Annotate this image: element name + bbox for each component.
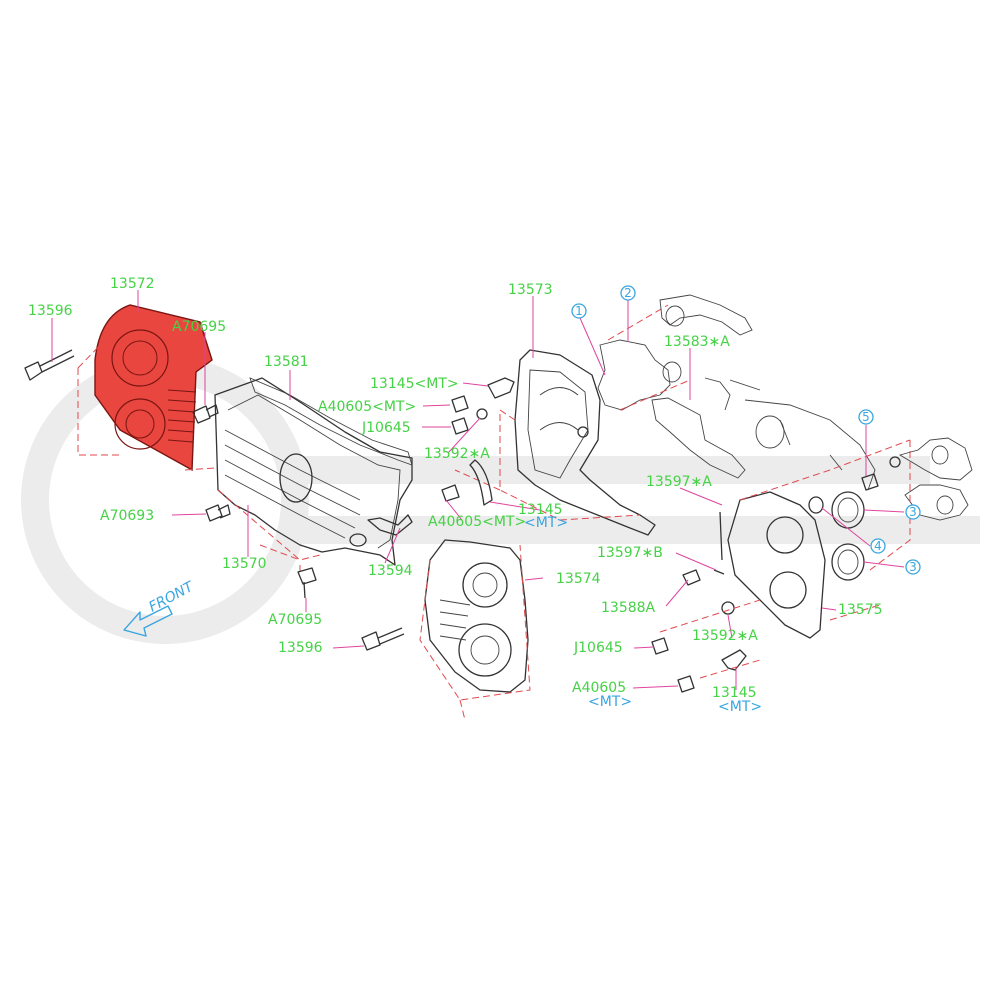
callout-3-upper-text: 3	[909, 505, 917, 519]
front-label: FRONT	[146, 578, 197, 615]
seal-4[interactable]	[808, 496, 824, 514]
label-A40605-3-mt: <MT>	[588, 694, 632, 710]
callout-1-text: 1	[575, 304, 583, 318]
label-A40605-3[interactable]: A40605	[572, 680, 626, 696]
label-13145-3[interactable]: 13145	[712, 685, 757, 701]
pin-13597A[interactable]	[719, 511, 723, 561]
tensioner-13145-mt-2[interactable]	[469, 459, 493, 506]
label-13581[interactable]: 13581	[264, 354, 309, 370]
label-13574[interactable]: 13574	[556, 571, 601, 587]
callout-4[interactable]: 4	[870, 538, 886, 554]
bolt-J10645-1[interactable]	[451, 417, 469, 435]
bracket-13145-mt-3[interactable]	[721, 649, 747, 671]
label-A40605-mt-2[interactable]: A40605<MT>	[428, 514, 526, 530]
gasket-13581[interactable]	[249, 377, 413, 466]
label-13572[interactable]: 13572	[110, 276, 155, 292]
bolt-13596-bottom[interactable]	[361, 627, 405, 651]
label-13596-bottom[interactable]: 13596	[278, 640, 323, 656]
callout-1[interactable]: 1	[571, 303, 587, 319]
guide-13572	[77, 339, 216, 471]
cover-13572-highlighted[interactable]	[94, 304, 213, 472]
label-13145-3-mt: <MT>	[718, 699, 762, 715]
callouts: 1 2 5 3 4 3	[571, 285, 921, 575]
label-A40605-mt-1[interactable]: A40605<MT>	[318, 399, 416, 415]
engine-block	[659, 294, 973, 521]
front-arrow-icon	[123, 605, 173, 637]
bolt-A40605-mt-2[interactable]	[441, 484, 460, 502]
label-A70695-bottom[interactable]: A70695	[268, 612, 322, 628]
seal-3-lower[interactable]	[831, 543, 865, 581]
bolt-J10645-2[interactable]	[651, 637, 669, 655]
bolt-A70695-top[interactable]	[192, 404, 219, 424]
label-A70693[interactable]: A70693	[100, 508, 154, 524]
callout-3-lower[interactable]: 3	[905, 559, 921, 575]
bracket-13145-mt-1[interactable]	[487, 377, 515, 399]
bolt-13596-top[interactable]	[24, 349, 75, 381]
bolt-5[interactable]	[861, 456, 901, 491]
back-plate-13575[interactable]	[727, 491, 826, 639]
callout-5-text: 5	[862, 410, 870, 424]
gasket-13583A[interactable]	[597, 339, 746, 479]
label-J10645-2[interactable]: J10645	[573, 640, 623, 656]
label-13583A[interactable]: 13583∗A	[664, 334, 730, 350]
label-13592A-2[interactable]: 13592∗A	[692, 628, 758, 644]
label-13594[interactable]: 13594	[368, 563, 413, 579]
part-labels: 13572 13596 A70695 13581 A70693 13570 13…	[28, 276, 883, 715]
bolt-A40605-mt-1[interactable]	[451, 395, 469, 413]
guide-13573	[454, 409, 641, 521]
guide-13592A-1[interactable]	[476, 408, 488, 420]
callout-4-text: 4	[874, 539, 882, 553]
label-13597B[interactable]: 13597∗B	[597, 545, 663, 561]
callout-5[interactable]: 5	[858, 409, 874, 425]
guide-13583	[607, 304, 691, 411]
guide-small-right	[659, 599, 761, 679]
callout-3-upper[interactable]: 3	[905, 504, 921, 520]
label-13145-mt-1[interactable]: 13145<MT>	[370, 376, 459, 392]
callout-3-lower-text: 3	[909, 560, 917, 574]
bolt-A70695-bottom[interactable]	[297, 567, 317, 599]
label-13570[interactable]: 13570	[222, 556, 267, 572]
label-13145-2-mt: <MT>	[524, 515, 568, 531]
label-A70695-top[interactable]: A70695	[172, 319, 226, 335]
label-13588A[interactable]: 13588A	[601, 600, 656, 616]
label-13592A-1[interactable]: 13592∗A	[424, 446, 490, 462]
callout-2-text: 2	[624, 286, 632, 300]
inner-cover-13570[interactable]	[214, 377, 413, 566]
guide-13574	[419, 544, 531, 721]
bolt-A70693[interactable]	[205, 504, 231, 522]
label-13145-2[interactable]: 13145	[518, 502, 563, 518]
guide-13575	[739, 439, 911, 621]
guide-13592A-2[interactable]	[721, 601, 735, 615]
bolt-A40605-mt-3[interactable]	[677, 675, 695, 693]
label-13575[interactable]: 13575	[838, 602, 883, 618]
callout-2[interactable]: 2	[620, 285, 636, 301]
label-13597A[interactable]: 13597∗A	[646, 474, 712, 490]
guide-13570	[217, 489, 321, 575]
label-J10645-1[interactable]: J10645	[361, 420, 411, 436]
bracket-13594[interactable]	[367, 514, 413, 536]
label-13596-top[interactable]: 13596	[28, 303, 73, 319]
label-13573[interactable]: 13573	[508, 282, 553, 298]
pin-13597B[interactable]	[713, 569, 725, 575]
cover-13574[interactable]	[424, 539, 529, 693]
leader-lines	[51, 290, 905, 690]
